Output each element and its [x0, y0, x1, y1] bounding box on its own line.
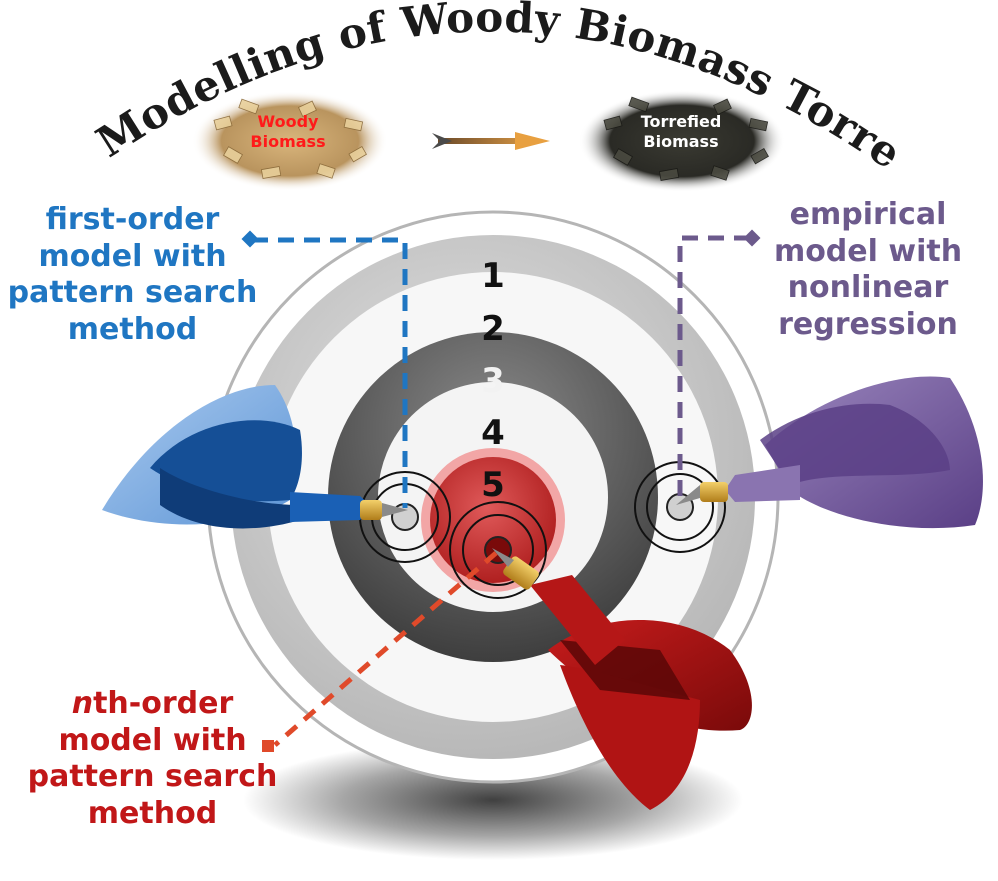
empirical-label-line-2: model with — [773, 233, 963, 269]
woody-chips-texture — [213, 98, 367, 179]
torrefied-biomass-thumbnail — [579, 90, 785, 192]
nth-order-label-line-3: pattern search — [27, 759, 278, 795]
target-bullseye — [430, 457, 556, 583]
ring-number-5: 5 — [481, 465, 505, 505]
empirical-label-line-1: empirical — [789, 197, 947, 232]
nth-order-connector-square — [262, 740, 274, 752]
nth-order-label-line-4: method — [87, 795, 218, 831]
empirical-label-line-3: nonlinear — [787, 270, 949, 306]
ring-number-1: 1 — [481, 256, 505, 296]
nth-order-model-label: nth-order model with pattern search meth… — [0, 686, 305, 832]
empirical-model-label: empirical model with nonlinear regressio… — [748, 197, 988, 343]
conversion-arrow — [432, 132, 550, 150]
empirical-label-line-4: regression — [778, 306, 958, 342]
first-order-label-line-3: pattern search — [7, 275, 258, 311]
purple-dart — [676, 376, 983, 529]
nth-order-label-line-1-rest: th-order — [93, 686, 234, 721]
torrefied-label-word: Torrefied — [640, 112, 722, 131]
ring-number-2: 2 — [481, 309, 505, 349]
empirical-connector-diamond — [743, 229, 761, 247]
woody-label-word: Biomass — [250, 132, 326, 151]
first-order-label-line-2: model with — [38, 238, 227, 274]
ring-number-4: 4 — [481, 413, 505, 453]
first-order-label-line-1: first-order — [45, 202, 220, 237]
torrefied-chips-texture — [603, 96, 769, 181]
nth-order-italic-n: n — [71, 686, 94, 721]
nth-order-connector — [273, 551, 498, 747]
woody-biomass-thumbnail — [192, 91, 388, 191]
target-ring-numbers: 1 2 3 4 5 — [481, 256, 505, 505]
ring-number-3: 3 — [481, 361, 505, 401]
torrefied-label-word: Biomass — [643, 132, 719, 151]
empirical-connector — [677, 235, 750, 500]
first-order-connector-diamond — [241, 230, 259, 248]
first-order-label-line-4: method — [67, 311, 198, 347]
woody-label-word: Woody — [257, 112, 319, 131]
blue-dart — [102, 385, 408, 529]
red-dart — [492, 548, 752, 810]
nth-order-label-line-2: model with — [58, 722, 247, 758]
first-order-model-label: first-order model with pattern search me… — [0, 202, 265, 348]
nth-order-label-line-1: nth-order — [0, 686, 305, 723]
